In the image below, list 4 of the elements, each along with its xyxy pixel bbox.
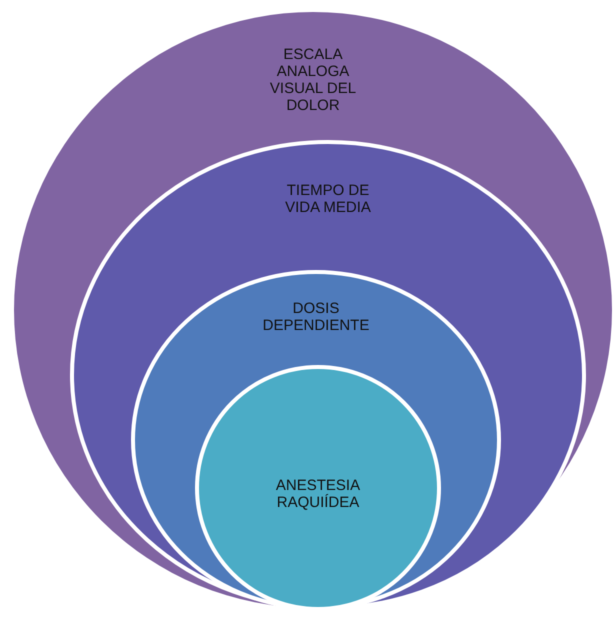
circle-label: DOSIS DEPENDIENTE: [262, 300, 370, 334]
circle-label: TIEMPO DE VIDA MEDIA: [284, 182, 372, 216]
circle-label: ANESTESIA RAQUIÍDEA: [274, 477, 362, 511]
circle-label: ESCALA ANALOGA VISUAL DEL DOLOR: [268, 46, 358, 114]
